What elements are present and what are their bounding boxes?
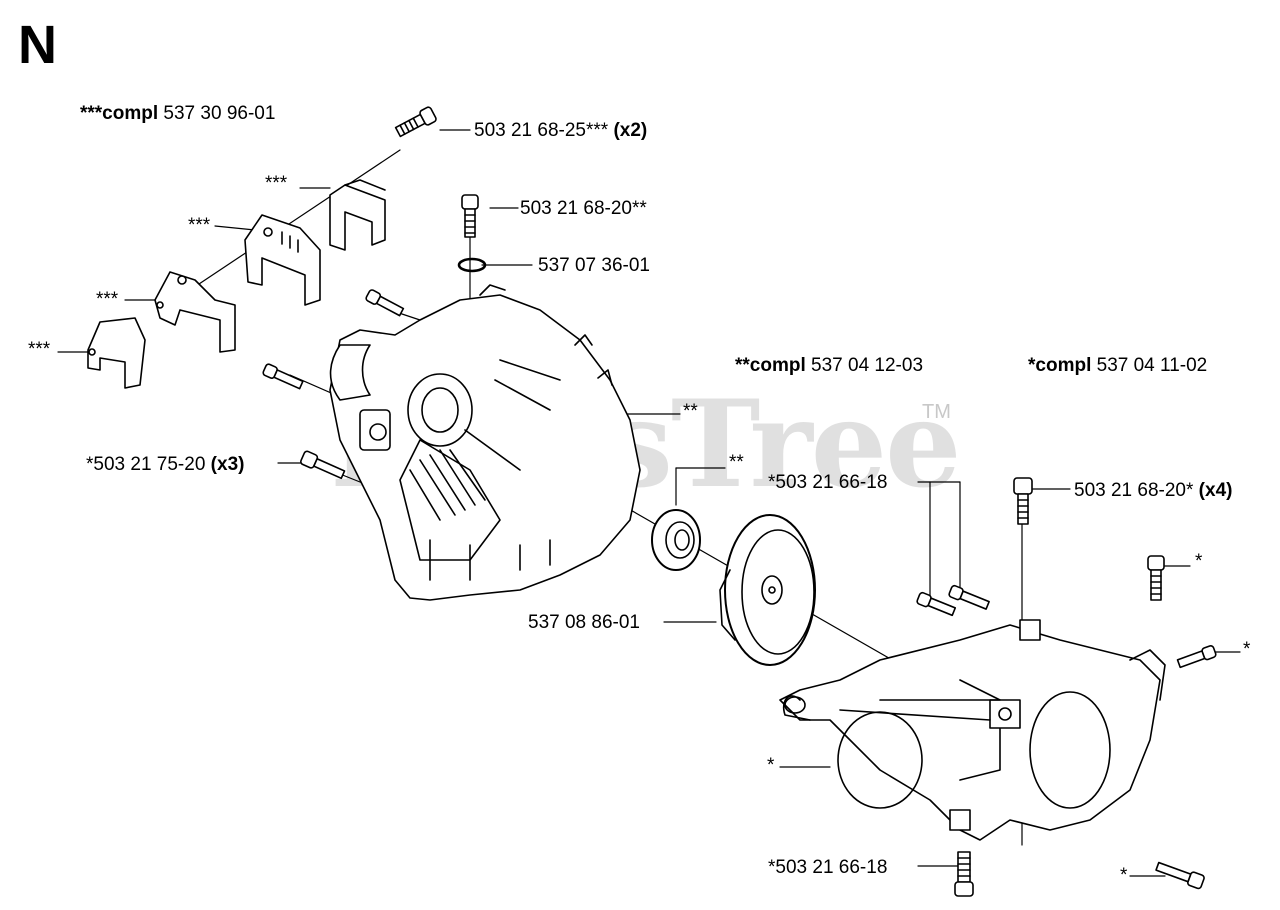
fan-cover [719,514,816,666]
part-label-screw-left: *503 21 75-20 (x3) [86,455,244,474]
part-number: 537 07 36-01 [538,255,650,276]
part-qty: (x4) [1198,480,1233,501]
screw-housing-1 [365,289,405,317]
screw-bottom-right [1155,861,1205,890]
part-number: *503 21 75-20 [86,454,206,475]
part-qty: (x2) [613,120,648,141]
shroud-piece-1 [329,179,386,251]
marker-screw-standing: * [1195,551,1203,572]
part-label-screw-top-cyl: 503 21 68-25*** (x2) [474,121,647,140]
group-prefix: *compl [1028,355,1092,376]
marker-shroud-4: *** [28,339,51,360]
part-label-fan-cover: 537 08 86-01 [528,613,640,632]
part-number: 503 21 68-20** [520,198,647,219]
group-label-one-star: *compl 537 04 11-02 [1028,356,1207,375]
leader-lines [57,129,1241,877]
group-number: 537 04 11-02 [1096,355,1208,376]
marker-screw-angled: * [1243,639,1251,660]
section-letter: N [18,15,57,75]
part-label-screw-right-top: 503 21 68-20* (x4) [1074,481,1232,500]
group-number: 537 30 96-01 [163,103,276,124]
screw-cylinder-top [394,106,437,138]
group-prefix: **compl [735,355,806,376]
part-label-oring: 537 07 36-01 [538,256,650,275]
screw-right-top [1013,477,1033,525]
part-label-screw-bottom: *503 21 66-18 [768,858,887,877]
bearing [651,509,701,571]
part-label-screw-crank-upper: *503 21 66-18 [768,473,887,492]
part-number: 537 08 86-01 [528,612,640,633]
crankcase-right [779,619,1166,841]
marker-crankcase-right: * [767,755,775,776]
screw-housing-2 [262,363,304,390]
marker-shroud-2: *** [188,215,211,236]
screw-right-standing [1147,555,1165,601]
screw-bottom [954,851,974,897]
screw-right-angled [1176,645,1217,669]
group-prefix: ***compl [80,103,159,124]
part-number: *503 21 66-18 [768,472,888,493]
part-number: 503 21 68-20* [1074,480,1194,501]
shroud-piece-3 [154,271,236,353]
crankcase-left [329,284,641,601]
marker-shroud-3: *** [96,289,119,310]
part-number: 503 21 68-25*** [474,120,609,141]
screw-housing-3 [300,450,346,480]
marker-crankcase-left: ** [683,401,698,422]
marker-shroud-1: *** [265,173,288,194]
crank-screw-1 [916,591,957,617]
screw-top-vertical [461,194,479,238]
part-qty: (x3) [210,454,245,475]
shroud-piece-4 [87,317,146,389]
o-ring [457,257,487,273]
group-number: 537 04 12-03 [811,355,924,376]
group-label-three-star: ***compl 537 30 96-01 [80,104,275,123]
part-number: *503 21 66-18 [768,857,888,878]
marker-screw-bottom-right: * [1120,865,1128,886]
marker-bearing: ** [729,452,744,473]
part-label-screw-top: 503 21 68-20** [520,199,647,218]
crank-screw-2 [948,584,990,610]
group-label-two-star: **compl 537 04 12-03 [735,356,923,375]
shroud-piece-2 [244,214,321,306]
watermark-trademark: TM [922,401,951,423]
